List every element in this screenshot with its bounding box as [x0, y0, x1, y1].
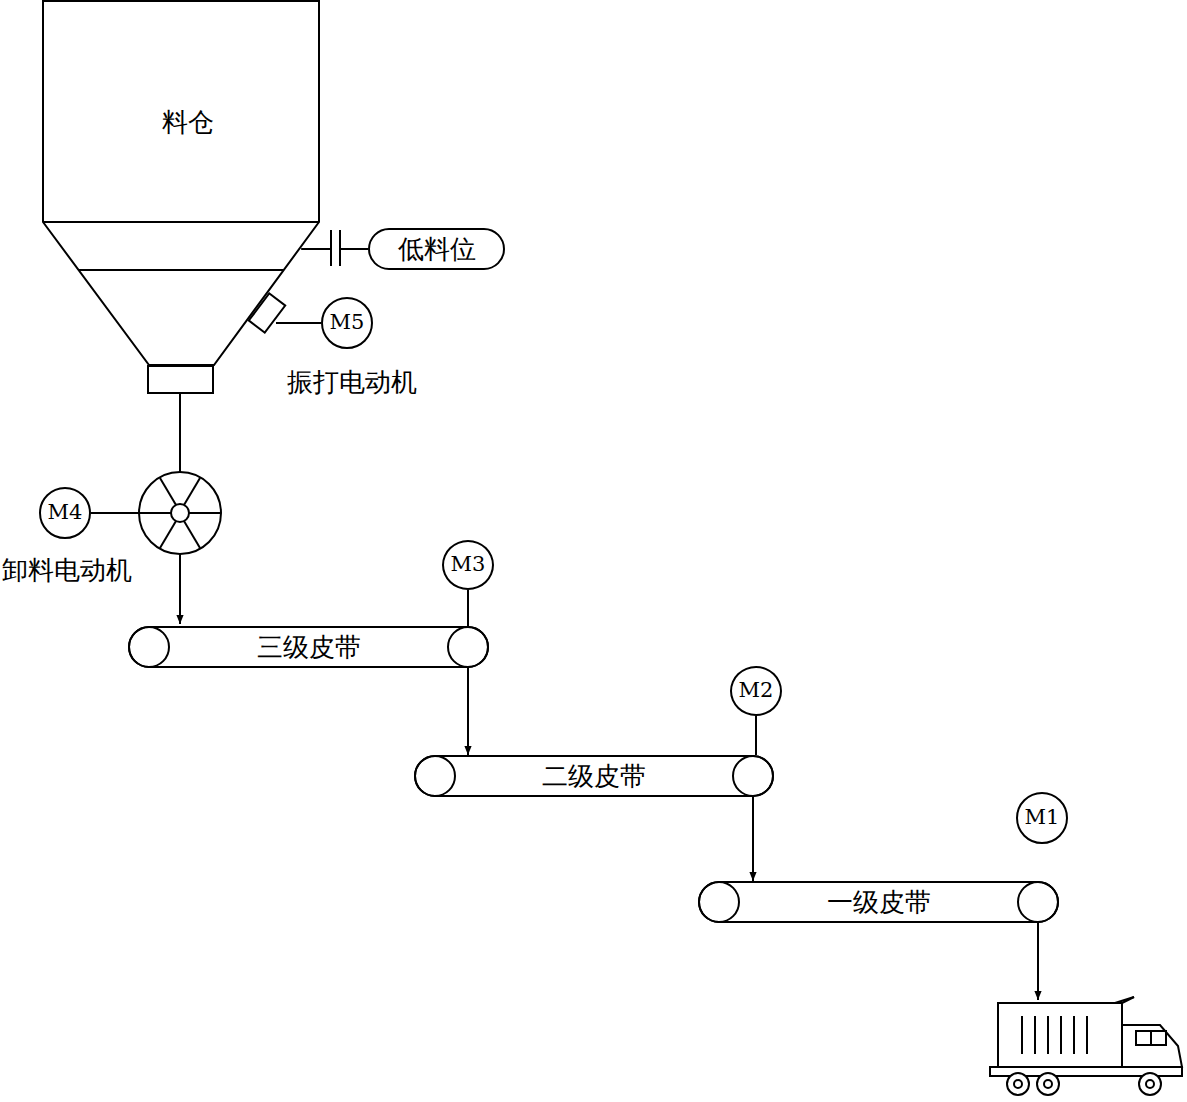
level-sensor-box: 低料位: [368, 228, 505, 270]
belt-loop: [415, 756, 773, 796]
truck: [990, 997, 1182, 1095]
material-level: [78, 269, 284, 271]
node-label: 三级皮带: [257, 633, 361, 662]
truck-bar: [1073, 1016, 1075, 1054]
connector-line: [755, 716, 757, 755]
pulley: [1018, 882, 1058, 922]
feeder-vane: [160, 521, 176, 548]
motor-name: 振打电动机: [287, 368, 417, 397]
motor-label: M2: [739, 679, 774, 702]
node-label: 低料位: [398, 235, 476, 264]
sensor-plate: [330, 230, 332, 266]
motor-circle: M4: [39, 487, 91, 539]
truck-bar: [1047, 1016, 1049, 1054]
hopper-outlet: [148, 366, 213, 393]
feeder-vane: [184, 478, 200, 505]
feeder-vane: [184, 521, 200, 548]
motor-name: 卸料电动机: [2, 556, 132, 585]
hopper-body: [43, 1, 319, 365]
truck-bar: [1021, 1016, 1023, 1054]
motor-circle: M1: [1016, 792, 1068, 844]
discharge-arrow: [1037, 922, 1039, 1000]
feeder-vane: [139, 512, 171, 514]
belt-conveyor: 一级皮带: [698, 881, 1059, 923]
belt-conveyor: 二级皮带: [414, 755, 774, 797]
motor-label: M4: [48, 501, 83, 524]
feeder-vane: [189, 512, 221, 514]
pulley: [448, 627, 488, 667]
motor-circle: M2: [730, 666, 782, 716]
truck-bar: [1086, 1016, 1088, 1054]
belt-loop: [129, 627, 488, 667]
flow-arrow: [467, 668, 469, 755]
feeder-vane: [160, 478, 176, 505]
feeder-hub: [171, 504, 189, 522]
pulley: [699, 882, 739, 922]
motor-shaft: [91, 512, 139, 514]
motor-lead: [276, 322, 321, 324]
truck-bar: [1060, 1016, 1062, 1054]
feeder-wheel: [139, 472, 221, 554]
node-label: 一级皮带: [827, 888, 931, 917]
motor-label: M3: [451, 553, 486, 576]
hopper-seam: [43, 221, 319, 223]
connector-line: [467, 590, 469, 626]
feed-arrow: [179, 554, 181, 624]
motor-label: M5: [330, 311, 365, 334]
hopper: 料仓: [42, 0, 320, 395]
outlet-line: [179, 393, 181, 472]
pulley: [129, 627, 169, 667]
node-label: 二级皮带: [542, 762, 646, 791]
belt-conveyor: 三级皮带: [128, 626, 489, 668]
motor-label: M1: [1025, 806, 1060, 829]
truck-bar: [1034, 1016, 1036, 1054]
pulley: [415, 756, 455, 796]
sensor-plate: [339, 230, 341, 266]
hopper-outline: [42, 0, 320, 395]
node-label: 料仓: [162, 108, 214, 137]
vibrator-box: [249, 293, 285, 332]
motor-circle: M3: [442, 540, 494, 590]
pulley: [733, 756, 773, 796]
flow-arrow: [752, 797, 754, 881]
motor-circle: M5: [321, 297, 373, 349]
belt-loop: [699, 882, 1058, 922]
